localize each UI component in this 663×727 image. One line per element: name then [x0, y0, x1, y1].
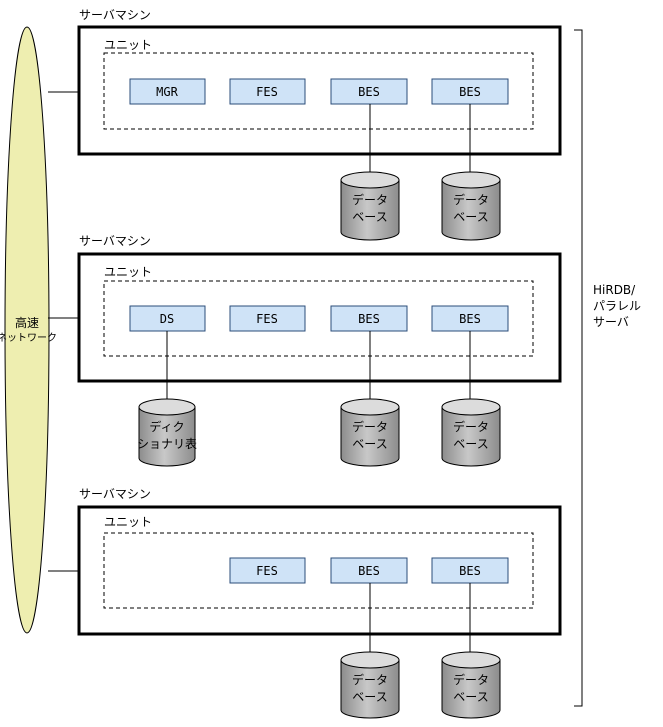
storage-label-line2: ベース [352, 210, 387, 224]
storage-label-line2: ベース [453, 690, 488, 704]
process-fes [229, 305, 306, 332]
database-cylinder: データ ベース [340, 398, 400, 467]
system-label-line3: サーバ [593, 315, 629, 329]
process-bes [330, 78, 408, 105]
network-ellipse [4, 26, 50, 634]
storage-label-line1: データ [453, 419, 489, 434]
database-cylinder: データ ベース [441, 398, 501, 467]
system-label-line2: パラレル [593, 299, 641, 313]
process-label: BES [358, 312, 380, 326]
process-label: MGR [156, 85, 178, 99]
storage-label-line2: ショナリ表 [137, 437, 197, 451]
storage-label-line1: データ [453, 672, 489, 687]
unit-label: ユニット [104, 515, 152, 529]
process-label: BES [459, 564, 481, 578]
process-label: FES [256, 312, 278, 326]
unit-label: ユニット [104, 265, 152, 279]
server-title: サーバマシン [79, 487, 151, 501]
storage-label-line1: データ [352, 672, 388, 687]
process-ds [129, 305, 206, 332]
process-fes [229, 78, 306, 105]
system-bracket [574, 29, 583, 707]
database-cylinder: データ ベース [340, 171, 400, 241]
server-machine-3: サーバマシン ユニット FES BES BES データ ベース データ ベース [77, 487, 562, 719]
unit-label: ユニット [104, 38, 152, 52]
storage-label-line2: ベース [352, 437, 387, 451]
process-label: FES [256, 85, 278, 99]
storage-label-line1: データ [453, 192, 489, 207]
database-cylinder: データ ベース [441, 651, 501, 719]
server-title: サーバマシン [79, 8, 151, 22]
server-title: サーバマシン [79, 234, 151, 248]
process-label: DS [160, 312, 174, 326]
process-bes [431, 557, 509, 584]
process-bes [431, 305, 509, 332]
storage-label-line2: ベース [453, 437, 488, 451]
process-label: BES [358, 564, 380, 578]
process-label: FES [256, 564, 278, 578]
process-bes [330, 305, 408, 332]
database-cylinder: データ ベース [340, 651, 400, 719]
server-machine-1: サーバマシン ユニット MGR FES BES BES データ ベース データ … [77, 8, 562, 241]
storage-label-line1: ディク [149, 419, 184, 434]
storage-label-line1: データ [352, 419, 388, 434]
process-label: BES [459, 85, 481, 99]
storage-label-line2: ベース [453, 210, 488, 224]
network-label-line1: 高速 [15, 315, 39, 330]
server-machine-2: サーバマシン ユニット DS FES BES BES ディク ショナリ表 データ… [77, 234, 562, 467]
storage-label-line2: ベース [352, 690, 387, 704]
process-label: BES [358, 85, 380, 99]
process-bes [330, 557, 408, 584]
process-fes [229, 557, 306, 584]
storage-label-line1: データ [352, 192, 388, 207]
system-label-line1: HiRDB/ [593, 283, 636, 297]
network-label-line2: ネットワーク [0, 332, 57, 344]
process-label: BES [459, 312, 481, 326]
dictionary-cylinder: ディク ショナリ表 [137, 398, 197, 467]
process-mgr [129, 78, 206, 105]
database-cylinder: データ ベース [441, 171, 501, 241]
